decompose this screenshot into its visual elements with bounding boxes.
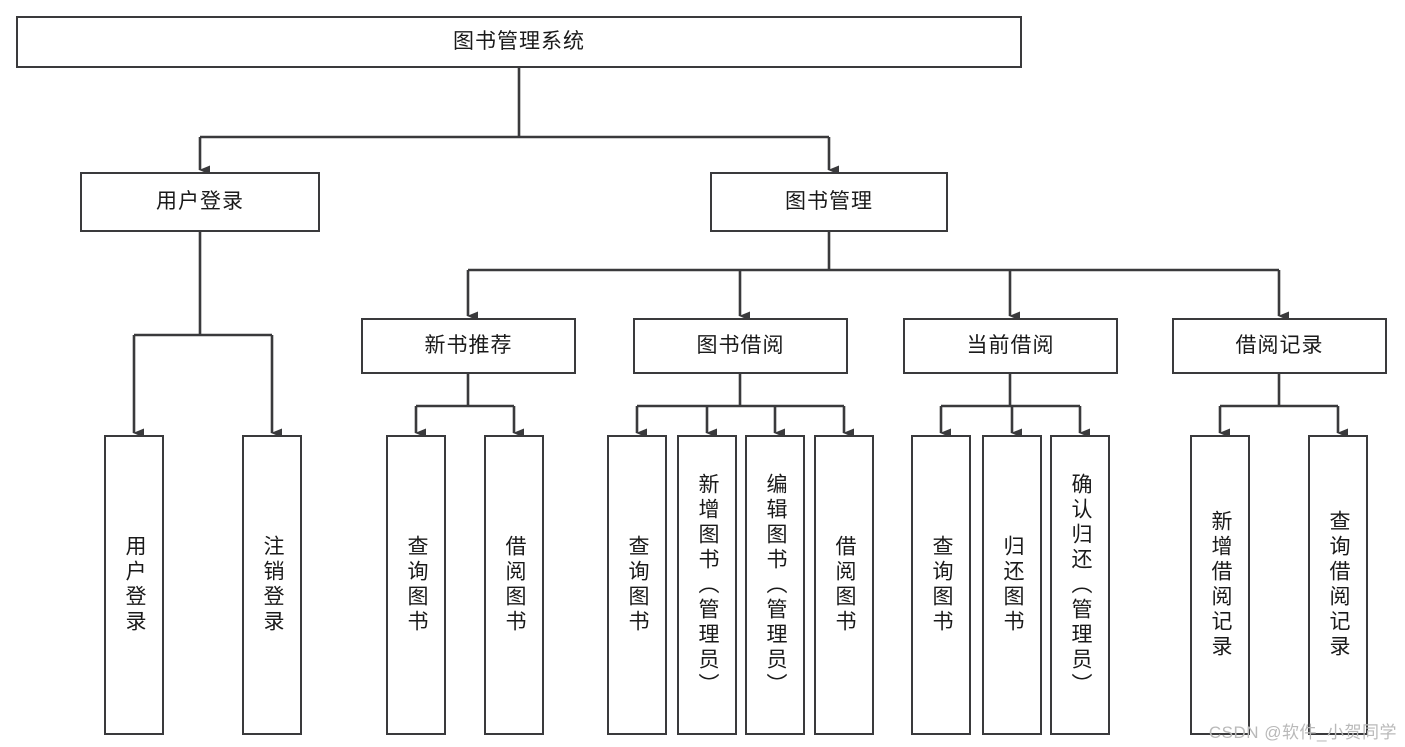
node-leaf-add-record[interactable]: 新增借阅记录 bbox=[1190, 435, 1250, 735]
node-leaf-query-book-2[interactable]: 查询图书 bbox=[607, 435, 667, 735]
node-label-leaf-add-book: 新增图书（管理员） bbox=[696, 472, 720, 698]
node-label-current-borrow: 当前借阅 bbox=[966, 334, 1055, 358]
node-leaf-add-book[interactable]: 新增图书（管理员） bbox=[677, 435, 737, 735]
node-label-leaf-borrow-book-2: 借阅图书 bbox=[833, 535, 857, 635]
node-label-leaf-add-record: 新增借阅记录 bbox=[1209, 510, 1233, 660]
node-label-root: 图书管理系统 bbox=[453, 30, 585, 54]
node-new-book-rec[interactable]: 新书推荐 bbox=[361, 318, 576, 374]
node-leaf-user-login[interactable]: 用户登录 bbox=[104, 435, 164, 735]
node-label-book-manage: 图书管理 bbox=[785, 190, 873, 214]
node-leaf-borrow-book-1[interactable]: 借阅图书 bbox=[484, 435, 544, 735]
node-user-login[interactable]: 用户登录 bbox=[80, 172, 320, 232]
watermark-text: CSDN @软件_小贺同学 bbox=[1208, 723, 1397, 742]
node-label-leaf-user-logout: 注销登录 bbox=[261, 535, 285, 635]
node-root[interactable]: 图书管理系统 bbox=[16, 16, 1022, 68]
node-label-leaf-query-book-1: 查询图书 bbox=[405, 535, 429, 635]
node-book-borrow[interactable]: 图书借阅 bbox=[633, 318, 848, 374]
node-label-leaf-borrow-book-1: 借阅图书 bbox=[503, 535, 527, 635]
node-leaf-query-book-3[interactable]: 查询图书 bbox=[911, 435, 971, 735]
node-leaf-query-record[interactable]: 查询借阅记录 bbox=[1308, 435, 1368, 735]
node-label-leaf-return-book: 归还图书 bbox=[1001, 535, 1025, 635]
node-borrow-record[interactable]: 借阅记录 bbox=[1172, 318, 1387, 374]
node-current-borrow[interactable]: 当前借阅 bbox=[903, 318, 1118, 374]
node-label-book-borrow: 图书借阅 bbox=[696, 334, 785, 358]
node-label-leaf-user-login: 用户登录 bbox=[123, 535, 147, 635]
node-leaf-confirm-return[interactable]: 确认归还（管理员） bbox=[1050, 435, 1110, 735]
node-label-new-book-rec: 新书推荐 bbox=[424, 334, 513, 358]
node-leaf-query-book-1[interactable]: 查询图书 bbox=[386, 435, 446, 735]
node-label-leaf-confirm-return: 确认归还（管理员） bbox=[1069, 472, 1093, 698]
node-label-leaf-query-book-3: 查询图书 bbox=[930, 535, 954, 635]
wire-group bbox=[132, 68, 1348, 438]
node-label-leaf-edit-book: 编辑图书（管理员） bbox=[764, 472, 788, 698]
node-leaf-edit-book[interactable]: 编辑图书（管理员） bbox=[745, 435, 805, 735]
node-leaf-borrow-book-2[interactable]: 借阅图书 bbox=[814, 435, 874, 735]
node-label-borrow-record: 借阅记录 bbox=[1235, 334, 1324, 358]
node-label-leaf-query-book-2: 查询图书 bbox=[626, 535, 650, 635]
node-leaf-user-logout[interactable]: 注销登录 bbox=[242, 435, 302, 735]
node-leaf-return-book[interactable]: 归还图书 bbox=[982, 435, 1042, 735]
node-label-user-login: 用户登录 bbox=[156, 190, 244, 214]
node-book-manage[interactable]: 图书管理 bbox=[710, 172, 948, 232]
node-label-leaf-query-record: 查询借阅记录 bbox=[1327, 510, 1351, 660]
